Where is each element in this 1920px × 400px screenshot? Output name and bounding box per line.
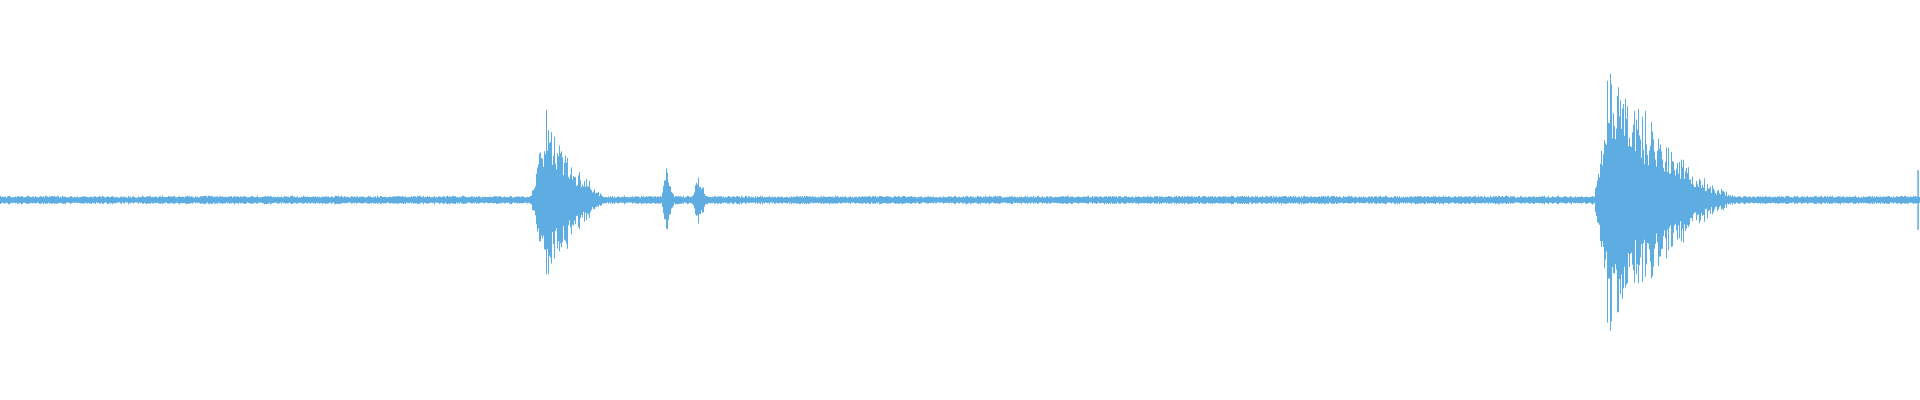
waveform-trace (0, 73, 1920, 331)
waveform-samples (0, 73, 1920, 331)
